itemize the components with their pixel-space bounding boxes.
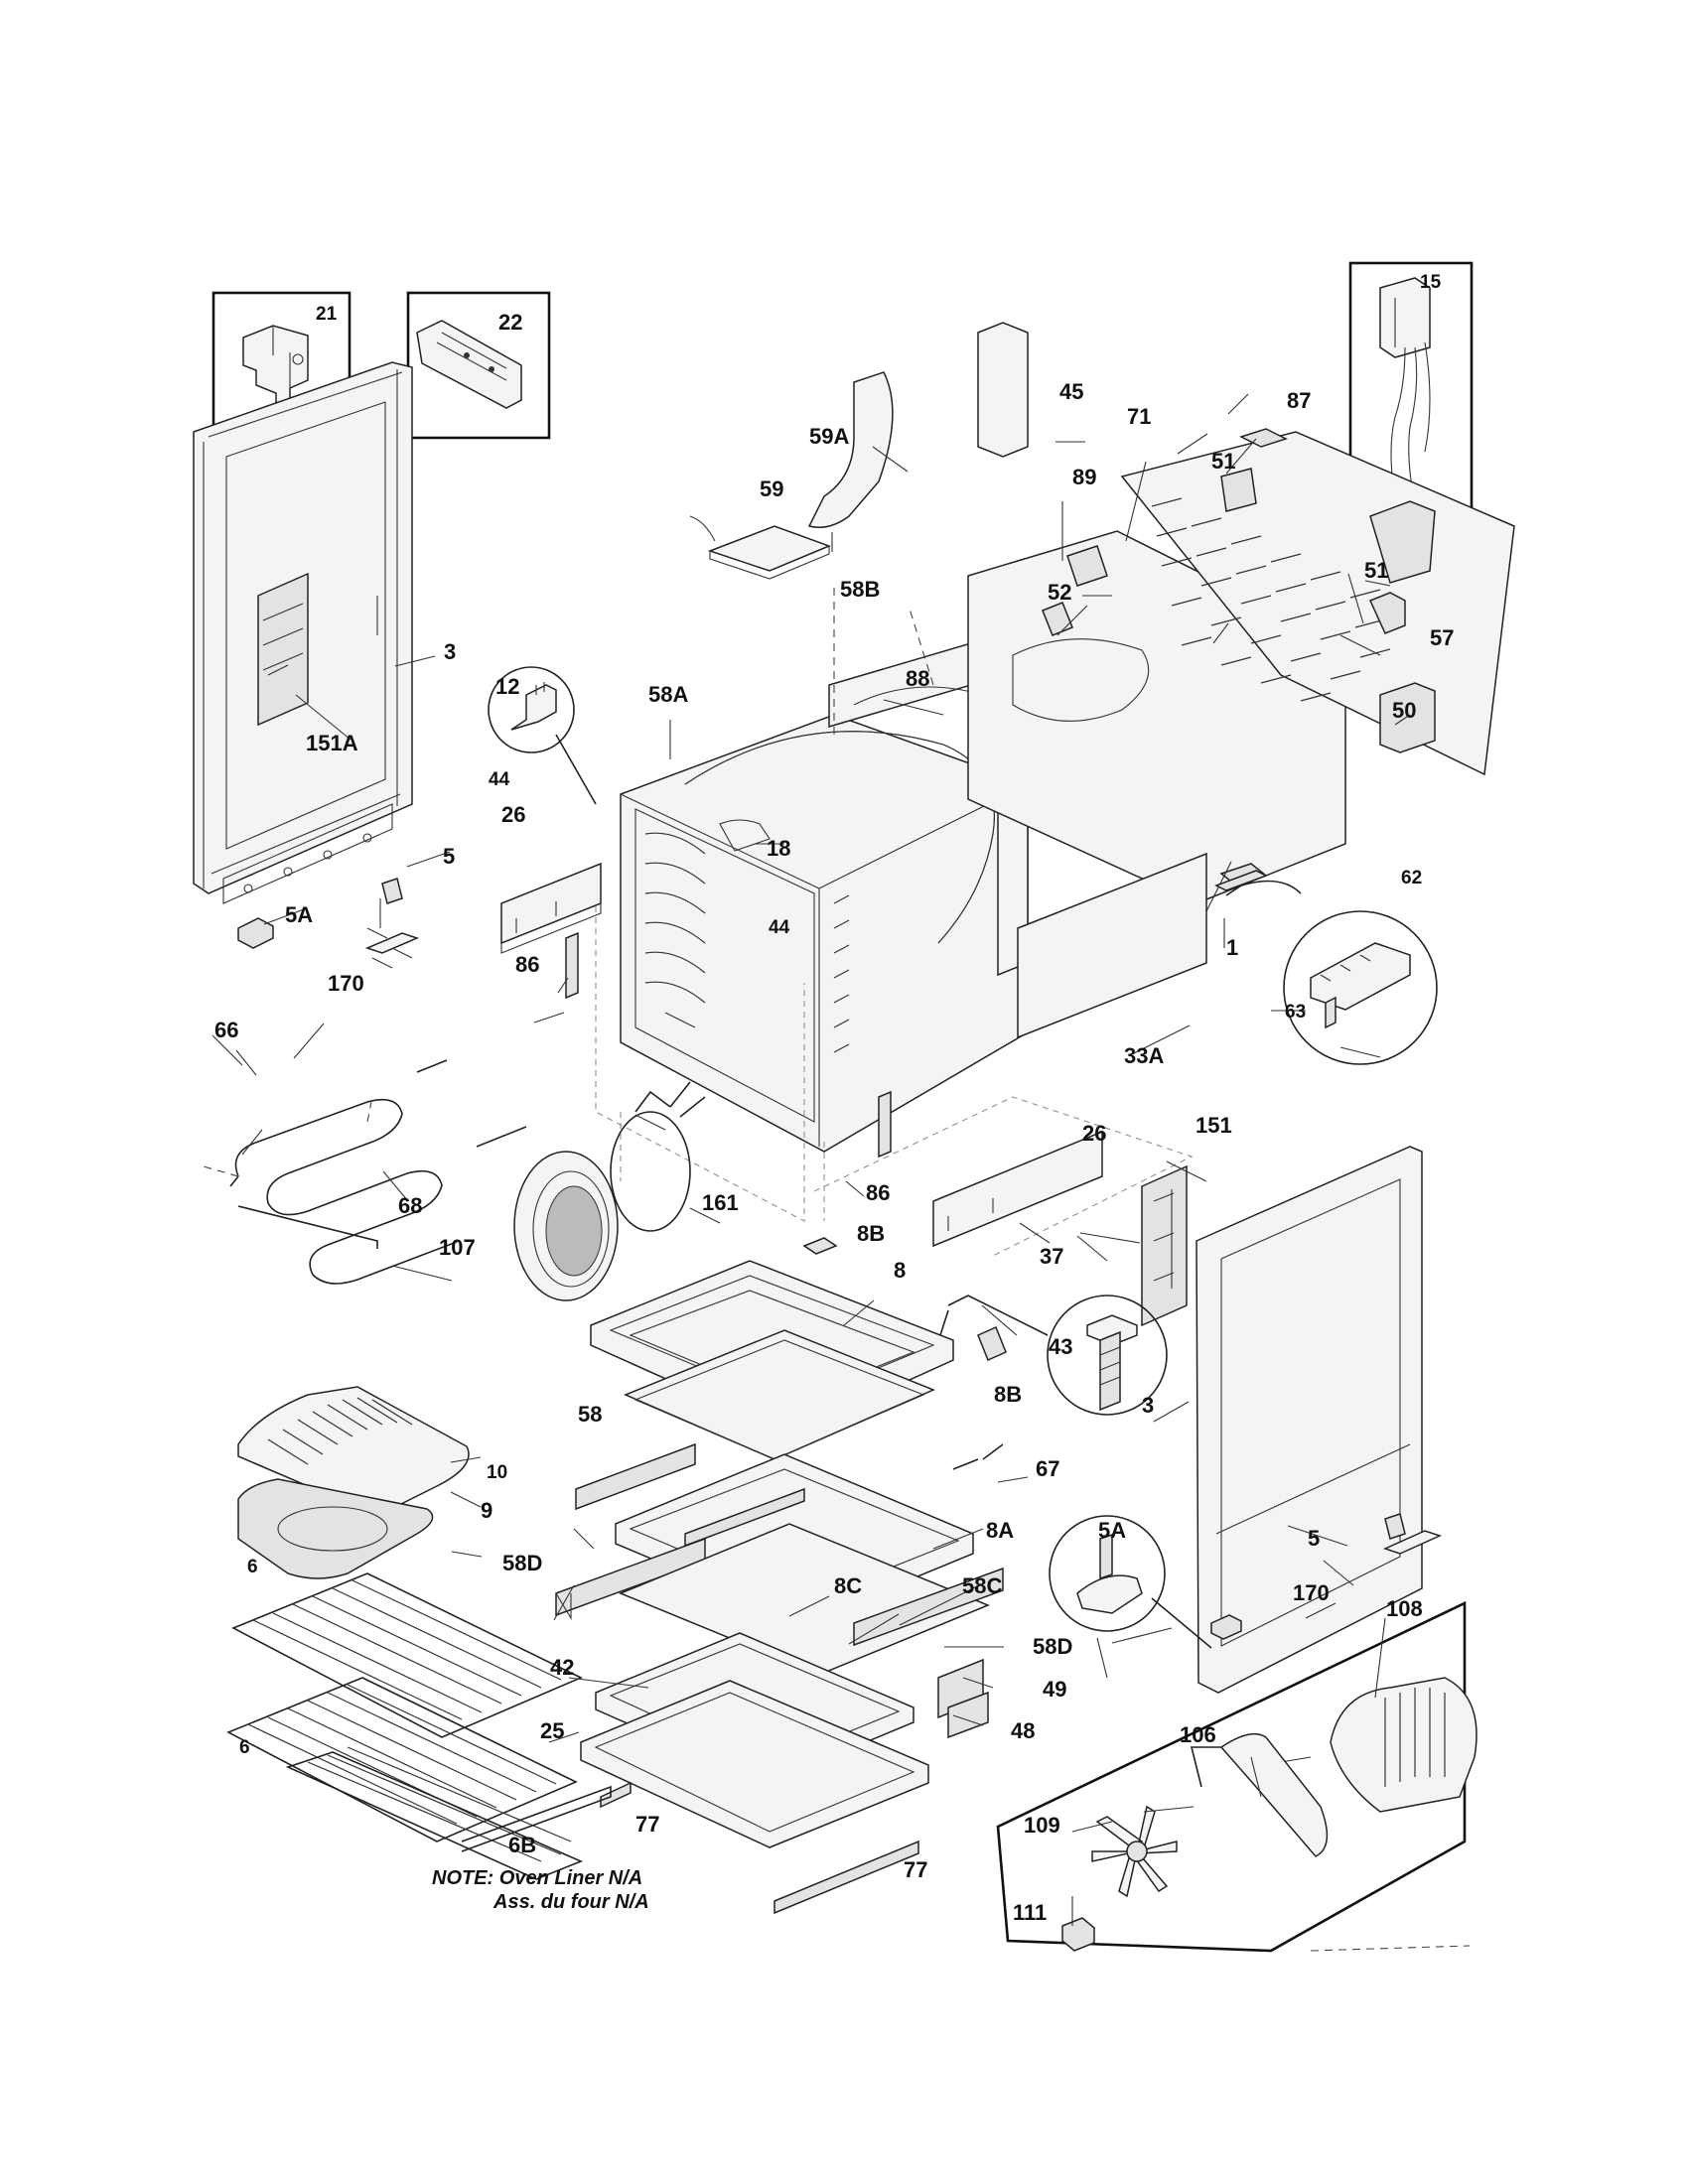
label-12: 12: [495, 674, 519, 699]
label-26a: 26: [501, 802, 525, 827]
label-6b: 6: [239, 1737, 250, 1758]
drawer-assembly: [555, 1237, 1007, 1915]
label-8: 8: [894, 1258, 906, 1283]
leveler-and-brackets: [237, 878, 1443, 1640]
label-89: 89: [1072, 465, 1096, 489]
left-side-door-panel: [193, 361, 413, 904]
broiler-pan: [237, 1386, 470, 1579]
label-1: 1: [1226, 935, 1238, 960]
label-45: 45: [1059, 379, 1083, 404]
back-panel-assembly: [967, 431, 1515, 922]
inset-circle-part-62: [1214, 870, 1438, 1065]
vent-duct-parts: [689, 322, 1288, 580]
label-8Ba: 8B: [857, 1221, 885, 1246]
label-66: 66: [214, 1018, 238, 1042]
leader-lines: [211, 393, 1411, 1926]
broil-element: [203, 1059, 527, 1285]
label-43: 43: [1049, 1334, 1072, 1359]
label-58A: 58A: [648, 682, 688, 707]
label-170b: 170: [1293, 1580, 1330, 1605]
label-51a: 51: [1211, 449, 1235, 474]
inset-circle-part-43: [947, 1295, 1168, 1416]
label-161: 161: [702, 1190, 739, 1215]
label-170a: 170: [328, 971, 364, 996]
label-58D-b: 58D: [1033, 1634, 1072, 1659]
right-side-door-panel: [1141, 1146, 1423, 1694]
label-6a: 6: [247, 1557, 258, 1577]
label-108: 108: [1386, 1596, 1423, 1621]
label-109: 109: [1024, 1813, 1060, 1838]
label-49: 49: [1043, 1677, 1066, 1702]
label-52: 52: [1048, 580, 1071, 605]
inset-part-15: [1348, 261, 1474, 549]
label-86a: 86: [515, 952, 539, 977]
label-18: 18: [767, 836, 790, 861]
label-58D-a: 58D: [502, 1551, 542, 1575]
label-71: 71: [1127, 404, 1151, 429]
label-107: 107: [439, 1235, 476, 1260]
label-51b: 51: [1364, 558, 1388, 583]
label-58B: 58B: [840, 577, 880, 602]
inset-circle-part-5A: [1049, 1515, 1212, 1649]
label-58C: 58C: [962, 1573, 1002, 1598]
label-87: 87: [1287, 388, 1311, 413]
label-67: 67: [1036, 1456, 1059, 1481]
label-59: 59: [760, 477, 783, 501]
label-3b: 3: [1142, 1393, 1154, 1418]
label-59A: 59A: [809, 424, 849, 449]
label-5Aa: 5A: [285, 902, 313, 927]
label-5Ab: 5A: [1098, 1518, 1126, 1543]
label-37: 37: [1040, 1244, 1063, 1269]
label-58: 58: [578, 1402, 602, 1427]
convection-element: [610, 1081, 706, 1232]
label-151: 151: [1196, 1113, 1232, 1138]
label-57: 57: [1430, 625, 1454, 650]
label-48: 48: [1011, 1718, 1035, 1743]
label-9: 9: [481, 1498, 492, 1523]
label-8C: 8C: [834, 1573, 862, 1598]
label-26b: 26: [1082, 1121, 1106, 1146]
label-106: 106: [1180, 1722, 1216, 1747]
label-21: 21: [316, 304, 338, 325]
label-63: 63: [1285, 1002, 1306, 1023]
label-8A: 8A: [986, 1518, 1014, 1543]
oven-liner-note: NOTE: Oven Liner N/A Ass. du four N/A: [432, 1867, 649, 1913]
label-77b: 77: [904, 1857, 927, 1882]
label-42: 42: [550, 1655, 574, 1680]
label-22: 22: [498, 310, 522, 335]
oven-racks: [226, 1572, 612, 1880]
label-8Bb: 8B: [994, 1382, 1022, 1407]
part-labels: 21 22 15 45 59A 59 87 71 89 51 51 52 57 …: [214, 272, 1454, 1925]
label-151A: 151A: [306, 731, 358, 755]
label-88: 88: [906, 666, 929, 691]
label-33A: 33A: [1124, 1043, 1164, 1068]
inset-part-22: [406, 291, 551, 440]
label-10: 10: [487, 1462, 507, 1483]
label-111: 111: [1013, 1900, 1047, 1925]
label-50: 50: [1392, 698, 1416, 723]
label-44a: 44: [489, 769, 510, 790]
note-line-1: NOTE: Oven Liner N/A: [432, 1867, 642, 1889]
label-15: 15: [1420, 272, 1442, 293]
note-line-2: Ass. du four N/A: [492, 1891, 649, 1913]
inset-circle-part-12: [488, 666, 597, 805]
convection-fan-cover: [513, 1151, 619, 1301]
label-6B: 6B: [508, 1833, 536, 1857]
label-62: 62: [1401, 868, 1422, 888]
side-rails: [500, 852, 1207, 1248]
label-77a: 77: [635, 1812, 659, 1837]
convection-motor-inset: [996, 1600, 1477, 1953]
label-5a: 5: [443, 844, 455, 869]
label-86b: 86: [866, 1180, 890, 1205]
label-68: 68: [398, 1193, 422, 1218]
label-3a: 3: [444, 639, 456, 664]
label-44b: 44: [769, 917, 790, 938]
label-5b: 5: [1308, 1526, 1320, 1551]
label-25: 25: [540, 1718, 564, 1743]
